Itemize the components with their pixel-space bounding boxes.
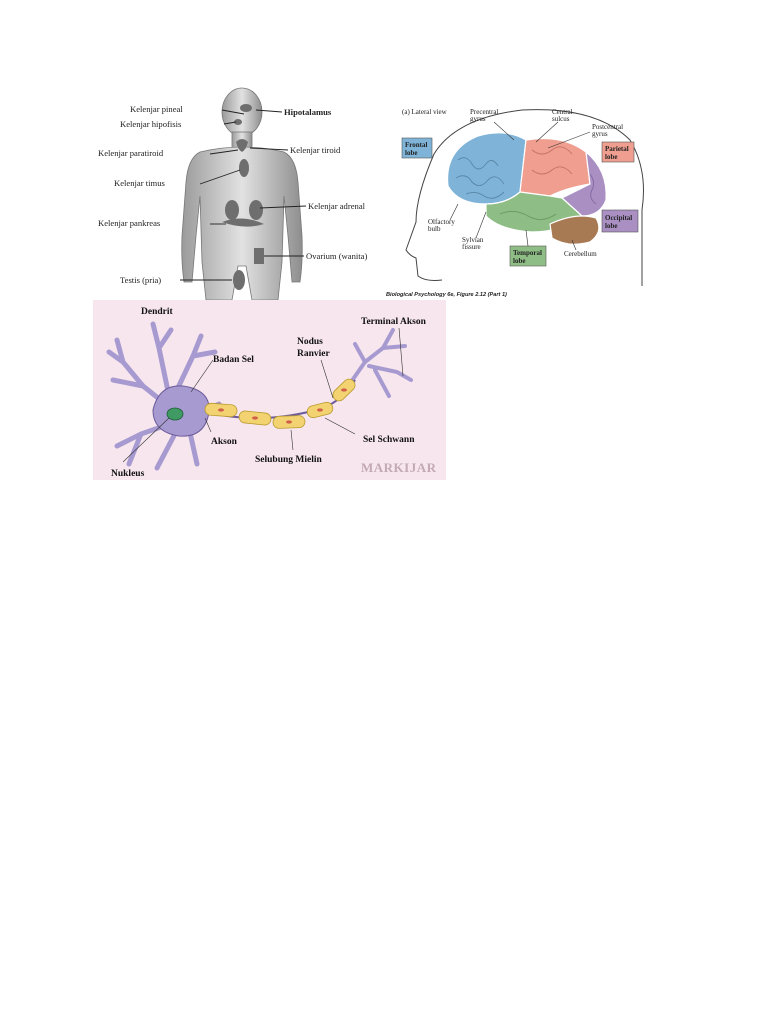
brain-svg: (a) Lateral view Precentral gyrus Centra… — [386, 108, 644, 298]
schwann-nuclei — [218, 388, 347, 424]
nodus-label-2: Ranvier — [297, 349, 331, 359]
endocrine-organs — [222, 104, 264, 290]
neuron-labels: Dendrit Badan Sel Nodus Ranvier Terminal… — [111, 307, 427, 479]
akson-label: Akson — [211, 437, 238, 447]
figure-caption: Biological Psychology 6e, Figure 2.12 (P… — [386, 292, 507, 298]
sylvian-label-1: Sylvian — [462, 236, 484, 244]
selubung-mielin-label: Selubung Mielin — [255, 455, 322, 465]
sel-schwann-label: Sel Schwann — [363, 435, 415, 445]
nodus-label-1: Nodus — [297, 337, 323, 347]
adrenal-organ — [225, 200, 239, 220]
human-body-figure — [181, 87, 303, 300]
precentral-label-1: Precentral — [470, 108, 498, 116]
brain-lobes — [446, 132, 607, 245]
lateral-view-label: (a) Lateral view — [402, 108, 448, 116]
label-paratiroid: Kelenjar paratiroid — [98, 148, 164, 158]
ovary-organ — [254, 248, 264, 264]
frontal-label-2: lobe — [405, 149, 417, 157]
label-pankreas: Kelenjar pankreas — [98, 218, 161, 228]
cell-body-and-dendrites — [106, 321, 413, 471]
hypothalamus-organ — [240, 104, 252, 112]
label-timus: Kelenjar timus — [114, 178, 165, 188]
lobe-label-boxes — [401, 137, 639, 267]
watermark-logo: MARKIJAR — [361, 460, 437, 475]
label-hipofisis: Kelenjar hipofisis — [120, 119, 182, 129]
gyri-texture — [455, 146, 597, 220]
thymus-organ — [239, 159, 249, 177]
label-tiroid: Kelenjar tiroid — [290, 145, 341, 155]
central-label-1: Central — [552, 108, 573, 116]
olfactory-label-1: Olfactory — [428, 218, 455, 226]
endocrine-labels: Kelenjar pineal Kelenjar hipofisis Kelen… — [98, 104, 367, 285]
frontal-lobe-shape — [446, 132, 527, 205]
badan-sel-label: Badan Sel — [213, 355, 254, 365]
pancreas-organ — [222, 218, 264, 227]
terminal-akson-label: Terminal Akson — [361, 317, 427, 327]
axon-terminal-branches — [349, 328, 413, 398]
nucleus — [166, 407, 184, 421]
thyroid-organ — [236, 139, 248, 152]
olfactory-label-2: bulb — [428, 225, 441, 233]
postcentral-label-1: Postcentral — [592, 123, 623, 131]
endocrine-diagram: Kelenjar pineal Kelenjar hipofisis Kelen… — [96, 86, 384, 300]
temporal-label-1: Temporal — [513, 249, 542, 257]
occipital-label-1: Occipital — [605, 214, 632, 222]
cerebellum-label: Cerebellum — [564, 250, 597, 258]
head-outline — [405, 109, 644, 286]
frontal-label-1: Frontal — [405, 141, 427, 149]
testis-organ — [233, 270, 245, 290]
dendrite-branches — [106, 321, 222, 471]
pituitary-organ — [234, 119, 242, 125]
label-adrenal: Kelenjar adrenal — [308, 201, 366, 211]
endocrine-svg: Kelenjar pineal Kelenjar hipofisis Kelen… — [98, 87, 367, 300]
label-ovarium: Ovarium (wanita) — [306, 251, 367, 261]
brain-lateral-diagram: (a) Lateral view Precentral gyrus Centra… — [386, 100, 652, 300]
parietal-lobe-shape — [519, 137, 591, 197]
brain-leader-lines — [449, 121, 591, 251]
neuron-svg: Dendrit Badan Sel Nodus Ranvier Terminal… — [106, 307, 437, 479]
brain-labels: (a) Lateral view Precentral gyrus Centra… — [402, 108, 632, 265]
postcentral-label-2: gyrus — [592, 130, 608, 138]
neuron-diagram: Dendrit Badan Sel Nodus Ranvier Terminal… — [93, 300, 446, 480]
dendrit-label: Dendrit — [141, 307, 174, 317]
label-testis: Testis (pria) — [120, 275, 161, 285]
parietal-label-2: lobe — [605, 153, 617, 161]
neuron-leader-lines — [122, 327, 404, 463]
label-hipotalamus: Hipotalamus — [284, 107, 332, 117]
occipital-label-2: lobe — [605, 222, 617, 230]
central-label-2: sulcus — [552, 115, 570, 123]
parietal-label-1: Parietal — [605, 145, 629, 153]
cerebellum-shape — [549, 215, 600, 245]
precentral-label-2: gyrus — [470, 115, 486, 123]
nukleus-label: Nukleus — [111, 469, 145, 479]
sylvian-label-2: fissure — [462, 243, 481, 251]
adrenal-organ-right — [249, 200, 263, 220]
label-pineal: Kelenjar pineal — [130, 104, 183, 114]
leader-lines — [180, 109, 307, 281]
temporal-label-2: lobe — [513, 257, 525, 265]
